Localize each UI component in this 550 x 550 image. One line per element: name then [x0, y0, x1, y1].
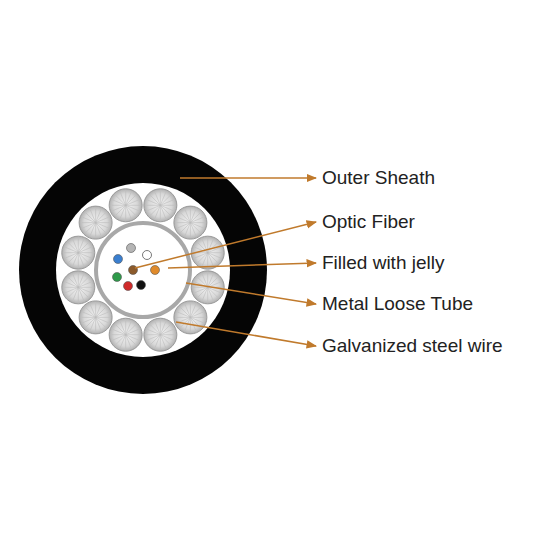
steel-wire: [62, 236, 95, 269]
steel-wire: [191, 271, 224, 304]
outer-sheath: [19, 146, 267, 394]
part-label: Galvanized steel wire: [322, 335, 503, 358]
steel-wire: [79, 206, 112, 239]
leader-line: [176, 322, 316, 346]
leader-line: [135, 222, 316, 268]
leader-line: [168, 263, 316, 268]
steel-wire: [174, 301, 207, 334]
part-label: Optic Fiber: [322, 211, 415, 234]
leader-lines: [135, 178, 316, 346]
inner-ground: [56, 183, 230, 357]
jelly: [100, 227, 186, 313]
steel-wire: [144, 189, 177, 222]
metal-loose-tube: [96, 223, 190, 317]
steel-wire: [144, 318, 177, 351]
steel-wire: [62, 271, 95, 304]
part-label: Filled with jelly: [322, 252, 444, 275]
part-label: Metal Loose Tube: [322, 293, 473, 316]
steel-wire: [79, 301, 112, 334]
part-label: Outer Sheath: [322, 167, 435, 190]
leader-line: [186, 283, 316, 304]
steel-wire: [109, 318, 142, 351]
steel-wire: [109, 189, 142, 222]
steel-wires: [62, 189, 224, 351]
leader-line: [180, 177, 316, 179]
steel-wire: [174, 206, 207, 239]
